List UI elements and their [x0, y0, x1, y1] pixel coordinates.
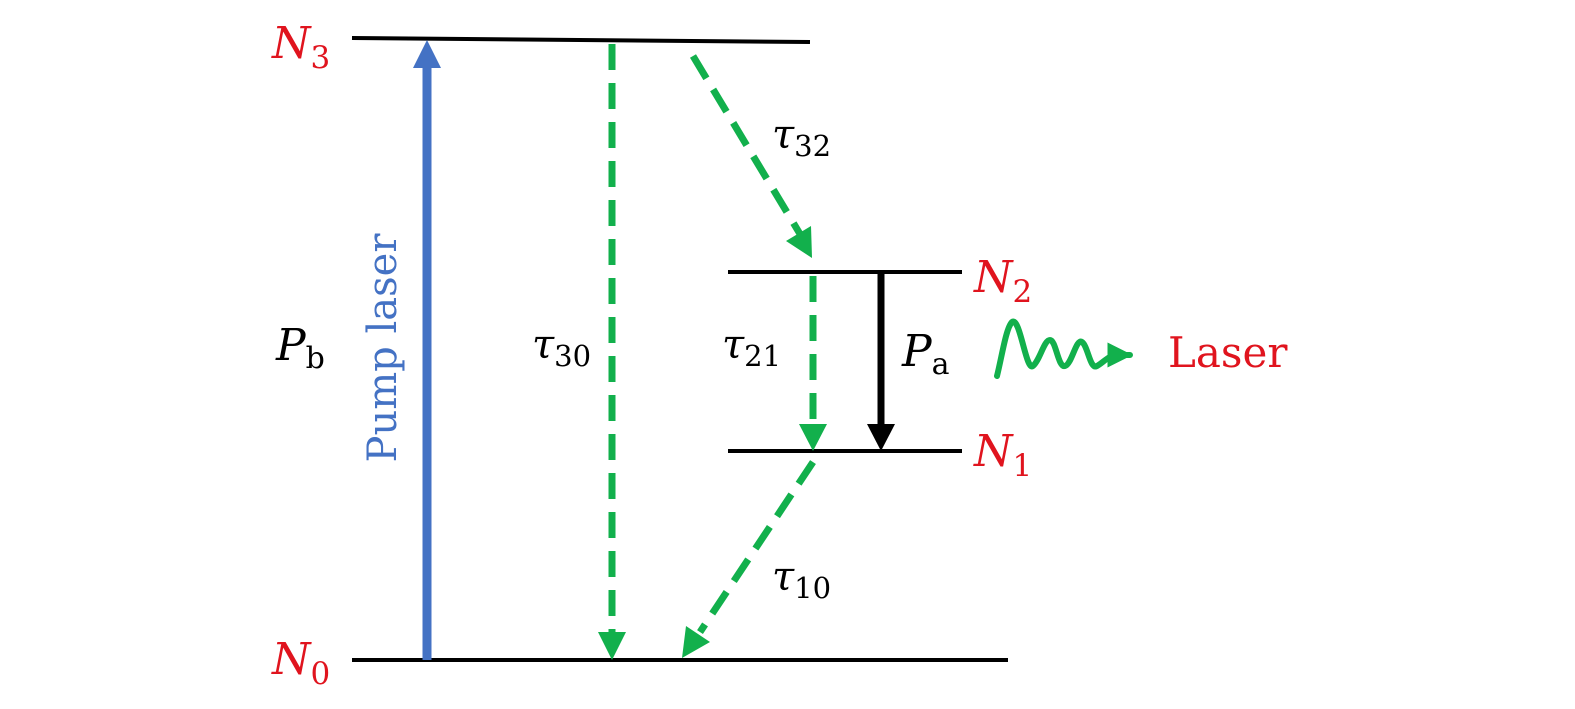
tau32-label: τ32 [772, 112, 831, 163]
laser-emission-icon [994, 318, 1133, 379]
pa-label: Pa [901, 326, 950, 382]
pump-laser-label: Pump laser [360, 233, 406, 463]
tau30-label: τ30 [532, 322, 591, 373]
tau30-arrow-head [598, 632, 626, 660]
level-n0-label: N0 [271, 634, 330, 692]
laser-output-label: Laser [1168, 328, 1288, 377]
level-n3-line [351, 36, 811, 44]
pa-arrow-head [867, 424, 895, 451]
tau10-arrow-head [682, 626, 710, 658]
tau21-label: τ21 [722, 322, 781, 373]
tau10-arrow [697, 460, 816, 634]
tau21-arrow-head [799, 424, 827, 451]
tau32-arrow [690, 54, 803, 236]
pump-arrow-head [413, 40, 441, 68]
tau32-arrow-head [786, 226, 812, 258]
level-n1-label: N1 [973, 426, 1032, 484]
pb-label: Pb [275, 320, 325, 376]
tau10-label: τ10 [772, 554, 831, 605]
level-n3-label: N3 [271, 18, 330, 76]
level-n2-label: N2 [973, 252, 1032, 310]
